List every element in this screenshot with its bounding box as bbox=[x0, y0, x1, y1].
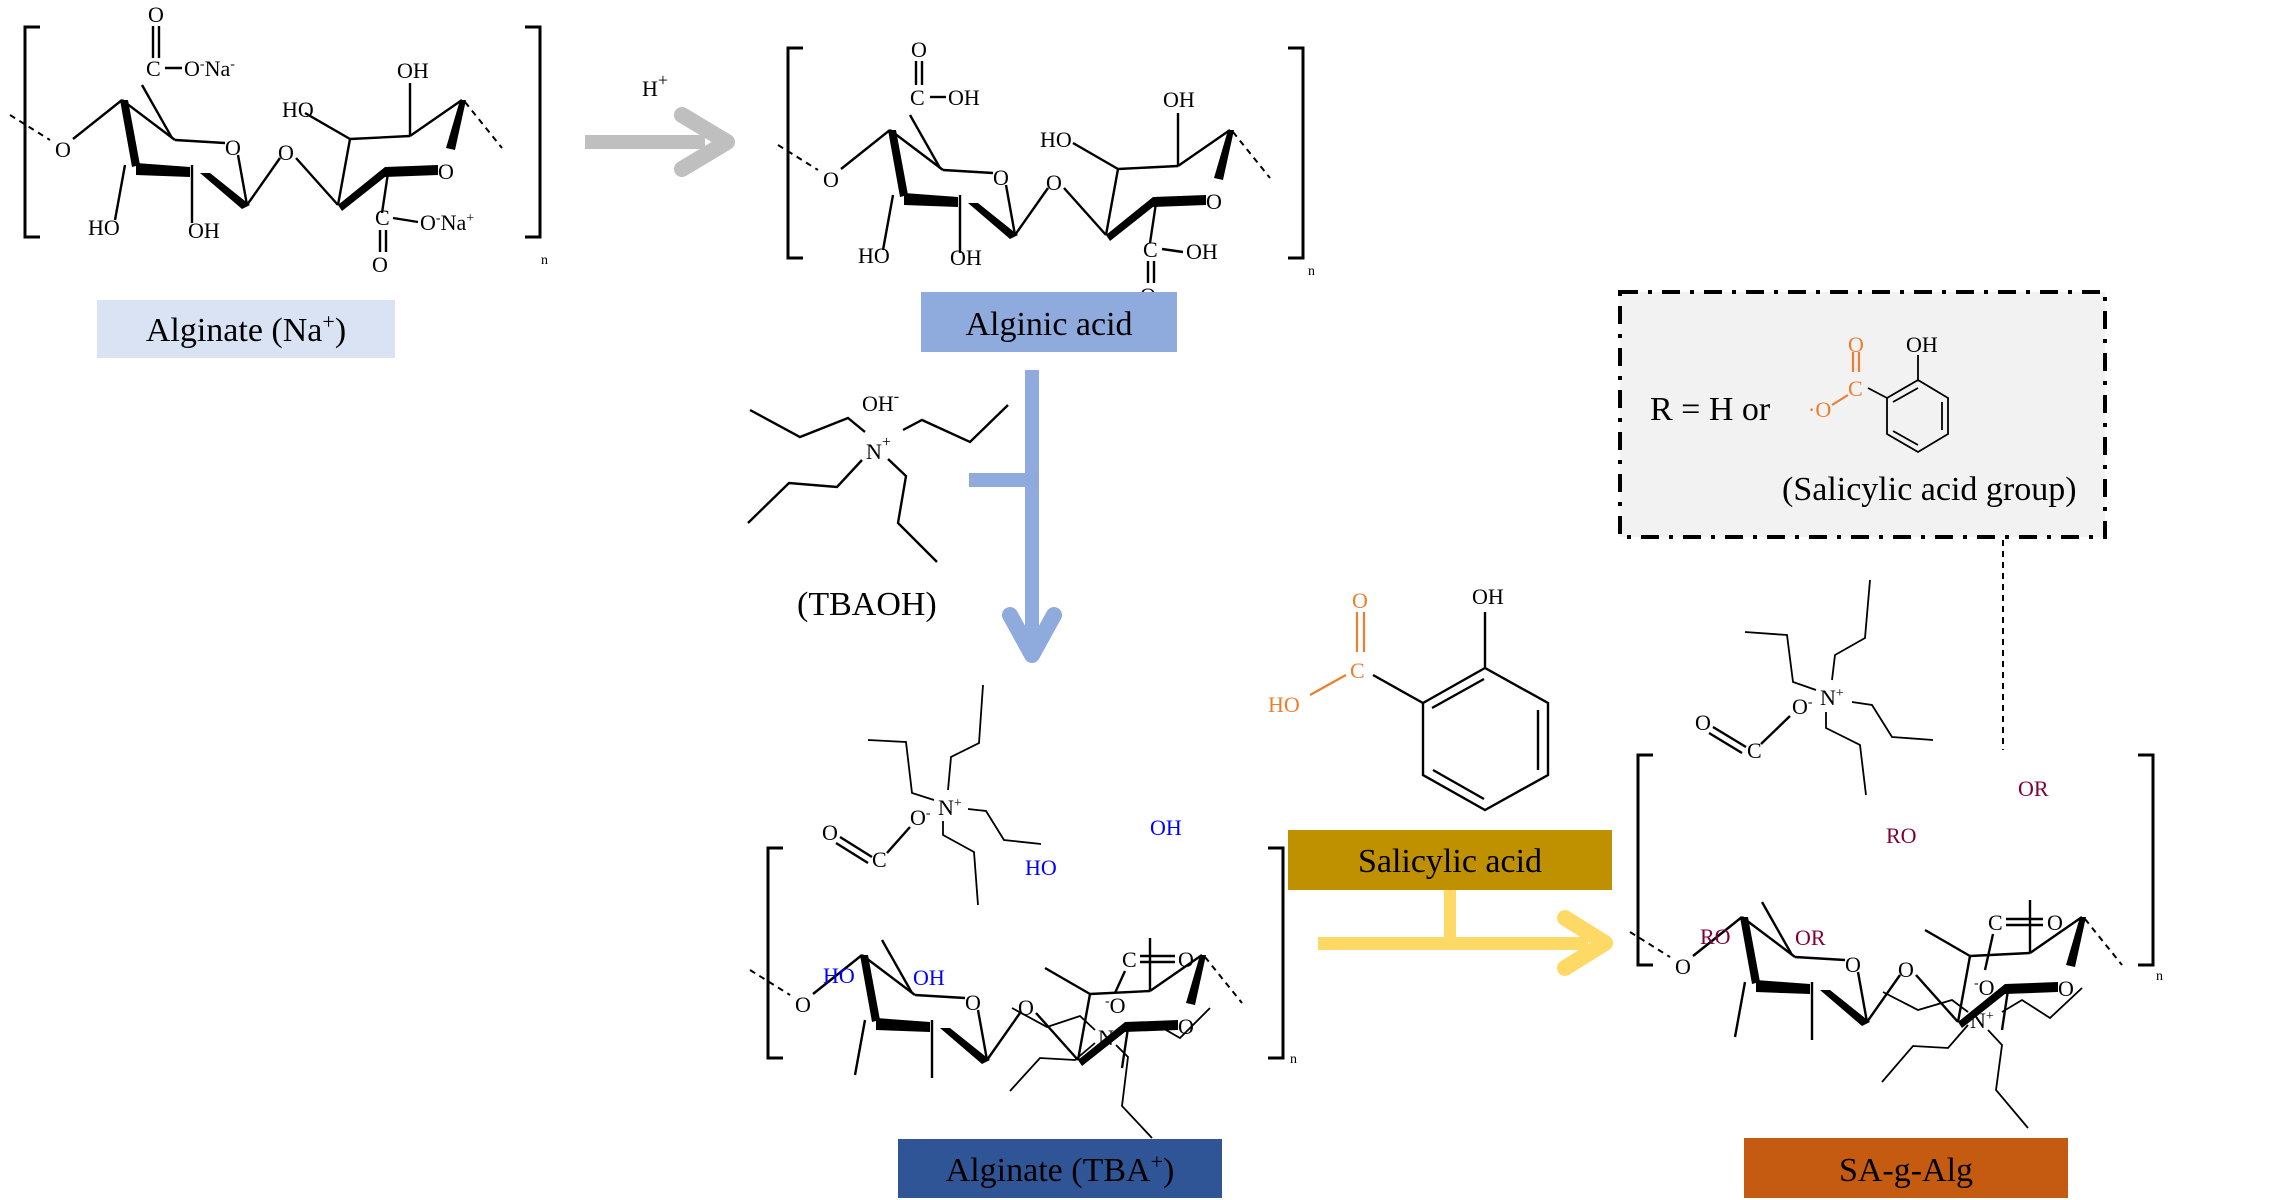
r-definition: R = H or bbox=[1650, 391, 1771, 428]
salicylic-acid-molecule: O C HO OH bbox=[1268, 584, 1550, 812]
svg-text:HO: HO bbox=[1040, 127, 1072, 152]
svg-text:HO: HO bbox=[823, 963, 855, 988]
alginate-na-label-box bbox=[97, 300, 395, 358]
neutralization-arrow bbox=[969, 370, 1062, 663]
svg-text:C: C bbox=[910, 85, 925, 110]
svg-text:O: O bbox=[148, 2, 164, 27]
tbaoh-molecule: OH- N+ bbox=[747, 388, 1009, 563]
svg-text:C: C bbox=[1350, 658, 1365, 683]
svg-text:OR: OR bbox=[2018, 776, 2049, 801]
alginate-tba-structure: n O C O- N+ HO OH HO OH C O -O N+ bbox=[748, 684, 1297, 1139]
alginate-na-label: Alginate (Na+) bbox=[146, 309, 346, 349]
svg-text:OH: OH bbox=[1150, 815, 1182, 840]
svg-text:N+: N+ bbox=[866, 434, 891, 464]
svg-text:OH: OH bbox=[397, 58, 429, 83]
alginic-acid-label: Alginic acid bbox=[965, 306, 1132, 343]
svg-text:OH: OH bbox=[188, 218, 220, 243]
svg-text:O: O bbox=[822, 820, 838, 845]
svg-text:C: C bbox=[872, 847, 887, 872]
svg-text:OH: OH bbox=[1906, 332, 1938, 357]
svg-text:O-Na-: O-Na- bbox=[184, 56, 235, 81]
svg-text:OH-: OH- bbox=[862, 388, 899, 416]
alginic-acid-structure: n O C OH HO OH HO OH C O OH bbox=[776, 37, 1315, 308]
sa-g-alg-label: SA-g-Alg bbox=[1839, 1152, 1973, 1189]
acidification-arrow bbox=[585, 107, 735, 177]
svg-text:C: C bbox=[146, 56, 161, 81]
svg-text:HO: HO bbox=[1025, 855, 1057, 880]
alginate-tba-label: Alginate (TBA+) bbox=[946, 1149, 1175, 1189]
svg-text:OH: OH bbox=[950, 245, 982, 270]
svg-text:OH: OH bbox=[1163, 87, 1195, 112]
svg-text:OH: OH bbox=[913, 965, 945, 990]
svg-text:C: C bbox=[1747, 738, 1762, 763]
acid-reagent-label: H+ bbox=[642, 70, 668, 101]
svg-text:C: C bbox=[1143, 237, 1158, 262]
tbaoh-label: (TBAOH) bbox=[797, 586, 937, 623]
svg-text:N+: N+ bbox=[938, 795, 962, 820]
svg-text:O: O bbox=[2047, 910, 2063, 935]
svg-text:C: C bbox=[1848, 376, 1863, 401]
svg-text:N+: N+ bbox=[1970, 1008, 1994, 1033]
svg-text:N+: N+ bbox=[1098, 1025, 1122, 1050]
svg-text:RO: RO bbox=[1886, 823, 1917, 848]
svg-text:n: n bbox=[541, 253, 548, 268]
svg-text:O-: O- bbox=[910, 805, 931, 830]
svg-text:O: O bbox=[1178, 947, 1194, 972]
salicylic-group-caption: (Salicylic acid group) bbox=[1782, 471, 2077, 508]
svg-text:C: C bbox=[1122, 947, 1137, 972]
salicylic-acid-label: Salicylic acid bbox=[1358, 843, 1542, 880]
svg-text:·O: ·O bbox=[1808, 397, 1831, 422]
svg-text:O-: O- bbox=[1792, 694, 1813, 719]
svg-text:O: O bbox=[1352, 588, 1368, 613]
svg-text:C: C bbox=[1988, 910, 2003, 935]
svg-text:O: O bbox=[1695, 710, 1711, 735]
svg-text:N+: N+ bbox=[1820, 685, 1844, 710]
svg-text:-O: -O bbox=[1974, 975, 1995, 1000]
r-group-legend: R = H or ·O C O OH (Salicylic acid group… bbox=[1618, 290, 2107, 539]
svg-text:OH: OH bbox=[1186, 239, 1218, 264]
svg-text:O: O bbox=[372, 252, 388, 277]
svg-text:HO: HO bbox=[88, 215, 120, 240]
svg-text:OH: OH bbox=[948, 85, 980, 110]
svg-text:n: n bbox=[1308, 264, 1315, 279]
svg-text:n: n bbox=[2156, 969, 2163, 984]
svg-text:OH: OH bbox=[1472, 584, 1504, 609]
alginate-na-structure: n O C O-Na- HO OH HO OH C O O-Na+ bbox=[8, 2, 548, 277]
salicylic-acid-label-box bbox=[1288, 830, 1612, 890]
svg-text:n: n bbox=[1290, 1052, 1297, 1067]
sa-g-alg-structure: n O C O- N+ RO OR RO OR C O -O N+ bbox=[1628, 579, 2163, 1129]
svg-text:O-Na+: O-Na+ bbox=[420, 210, 474, 235]
sa-g-alg-label-box bbox=[1744, 1138, 2068, 1198]
alginic-acid-label-box bbox=[921, 292, 1177, 352]
svg-text:HO: HO bbox=[1268, 692, 1300, 717]
svg-text:C: C bbox=[375, 205, 390, 230]
svg-text:HO: HO bbox=[282, 97, 314, 122]
svg-text:-O: -O bbox=[1105, 993, 1126, 1018]
alginate-tba-label-box bbox=[898, 1139, 1222, 1198]
svg-text:O: O bbox=[911, 37, 927, 62]
svg-text:OR: OR bbox=[1795, 925, 1826, 950]
svg-text:RO: RO bbox=[1700, 924, 1731, 949]
svg-text:O: O bbox=[1848, 332, 1864, 357]
svg-text:HO: HO bbox=[858, 243, 890, 268]
grafting-arrow bbox=[1318, 890, 1613, 976]
